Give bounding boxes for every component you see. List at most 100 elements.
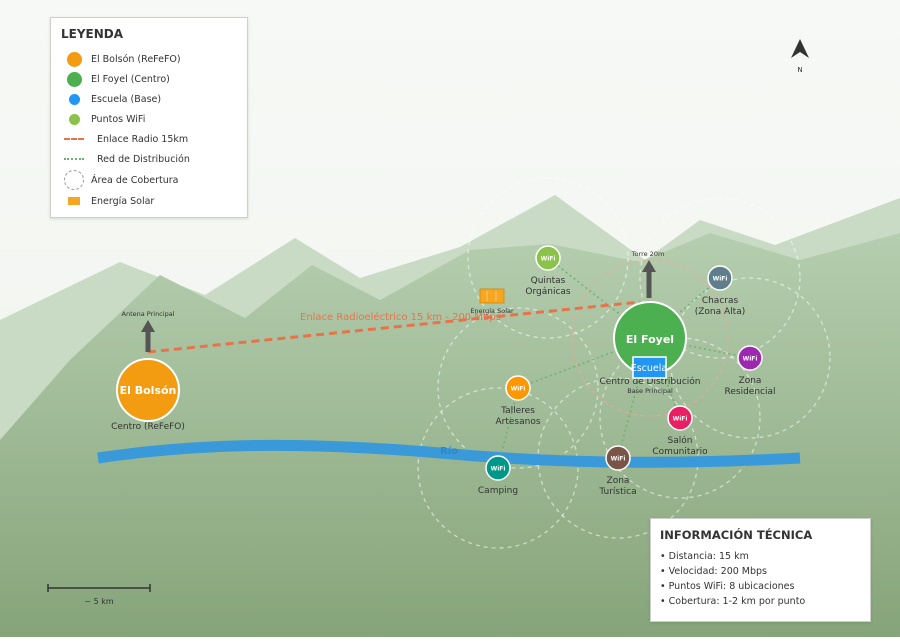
legend-mark — [68, 197, 80, 205]
legend-panel: LEYENDA El Bolsón (ReFeFO) El Foyel (Cent… — [50, 17, 248, 218]
coverage-talleres — [437, 307, 599, 469]
node-el-bolson[interactable]: Antena Principal El Bolsón Centro (ReFeF… — [111, 310, 185, 432]
coverage-chacras — [639, 197, 801, 359]
coverage-camping — [417, 387, 579, 549]
wifi-point-circle — [605, 445, 631, 471]
info-row: • Puntos WiFi: 8 ubicaciones — [660, 581, 795, 592]
legend-symbol-icon — [61, 197, 87, 205]
legend-item-label: El Foyel (Centro) — [91, 73, 170, 85]
legend-item-label: Escuela (Base) — [91, 93, 162, 105]
legend-item: El Bolsón (ReFeFO) — [61, 49, 237, 69]
legend-title: LEYENDA — [61, 27, 124, 41]
compass-label: N — [797, 66, 802, 74]
escuela-name: Escuela — [631, 363, 668, 374]
wifi-point-circle — [667, 405, 693, 431]
wifi-point-label: Quintas — [531, 276, 566, 286]
legend-item-label: Energía Solar — [91, 195, 155, 207]
legend-symbol-icon — [61, 71, 87, 87]
river-label: Río — [440, 445, 458, 457]
bolson-antenna-arrow-icon — [141, 320, 155, 332]
legend-item: El Foyel (Centro) — [61, 69, 237, 89]
bolson-antenna-label: Antena Principal — [122, 310, 175, 318]
radio-link — [147, 300, 641, 354]
info-row: • Cobertura: 1-2 km por punto — [660, 596, 806, 607]
wifi-point-label: Chacras — [702, 296, 739, 306]
wifi-point-label: Camping — [478, 486, 518, 496]
foyel-tower-mast — [646, 272, 652, 298]
radio-link-label: Enlace Radioeléctrico 15 km - 200 Mbps — [300, 311, 501, 323]
foyel-name: El Foyel — [626, 333, 674, 346]
distribution-link-salon — [649, 337, 681, 419]
info-row: • Velocidad: 200 Mbps — [660, 566, 768, 577]
wifi-point-circle — [535, 245, 561, 271]
wifi-point-label: Talleres — [500, 406, 535, 416]
legend-item: Enlace Radio 15km — [61, 129, 237, 149]
wifi-point-sublabel: Residencial — [725, 387, 776, 397]
wifi-point-sublabel: Artesanos — [495, 417, 540, 427]
info-title: INFORMACIÓN TÉCNICA — [660, 528, 813, 542]
escuela-building-icon — [632, 356, 667, 379]
legend-symbol-icon — [61, 93, 87, 105]
legend-mark — [68, 113, 80, 125]
legend-mark — [64, 138, 84, 140]
wifi-icon: WiFi — [511, 386, 526, 393]
legend-symbol-icon — [61, 51, 87, 67]
foyel-tower-arrow-icon — [642, 260, 656, 272]
scale-bar: ~ 5 km — [47, 584, 151, 606]
wifi-point-sublabel: Comunitario — [652, 447, 708, 457]
compass-arrow-icon — [791, 39, 809, 58]
wifi-point-circle — [505, 375, 531, 401]
legend-list: El Bolsón (ReFeFO) El Foyel (Centro) Escue… — [61, 49, 237, 211]
wifi-icon: WiFi — [611, 456, 626, 463]
legend-mark — [66, 71, 82, 87]
bolson-name: El Bolsón — [120, 384, 177, 397]
legend-symbol-icon — [61, 138, 87, 140]
legend-item: Red de Distribución — [61, 149, 237, 169]
bolson-antenna-mast — [145, 332, 151, 352]
info-panel: INFORMACIÓN TÉCNICA • Distancia: 15 km •… — [650, 518, 871, 622]
distribution-link-camping — [497, 387, 519, 469]
wifi-point-circle — [737, 345, 763, 371]
solar-panel-icon — [479, 288, 505, 304]
foyel-tower-label: Torre 20m — [631, 250, 665, 258]
legend-item-label: Red de Distribución — [97, 153, 190, 165]
legend-mark — [66, 51, 82, 67]
wifi-point-sublabel: Turística — [598, 487, 636, 497]
coverage-quintas — [467, 177, 629, 339]
wifi-icon: WiFi — [541, 256, 556, 263]
legend-item: Puntos WiFi — [61, 109, 237, 129]
scale-bar-label: ~ 5 km — [84, 597, 114, 606]
distribution-link-talleres — [517, 337, 651, 389]
wifi-icon: WiFi — [713, 276, 728, 283]
wifi-point-circle — [485, 455, 511, 481]
wifi-point-sublabel: Orgánicas — [525, 287, 571, 297]
legend-mark — [64, 170, 84, 190]
wifi-point-label: Zona — [739, 376, 762, 386]
legend-item: Escuela (Base) — [61, 89, 237, 109]
compass: N — [791, 39, 809, 74]
wifi-point-label: Salón — [668, 435, 693, 446]
bolson-sublabel: Centro (ReFeFO) — [111, 422, 185, 432]
legend-item: Área de Cobertura — [61, 169, 237, 191]
legend-symbol-icon — [61, 158, 87, 160]
escuela-sublabel: Base Principal — [627, 387, 673, 395]
legend-item-label: Puntos WiFi — [91, 113, 146, 125]
wifi-icon: WiFi — [743, 356, 758, 363]
foyel-sublabel: Centro de Distribución — [600, 376, 701, 387]
wifi-icon: WiFi — [673, 416, 688, 423]
solar-panel-label: Energía Solar — [470, 307, 514, 315]
legend-symbol-icon — [61, 113, 87, 125]
coverage-foyel — [571, 259, 729, 417]
river — [97, 439, 801, 468]
node-escuela[interactable]: Escuela Base Principal — [627, 356, 673, 395]
legend-item-label: Enlace Radio 15km — [97, 133, 189, 145]
